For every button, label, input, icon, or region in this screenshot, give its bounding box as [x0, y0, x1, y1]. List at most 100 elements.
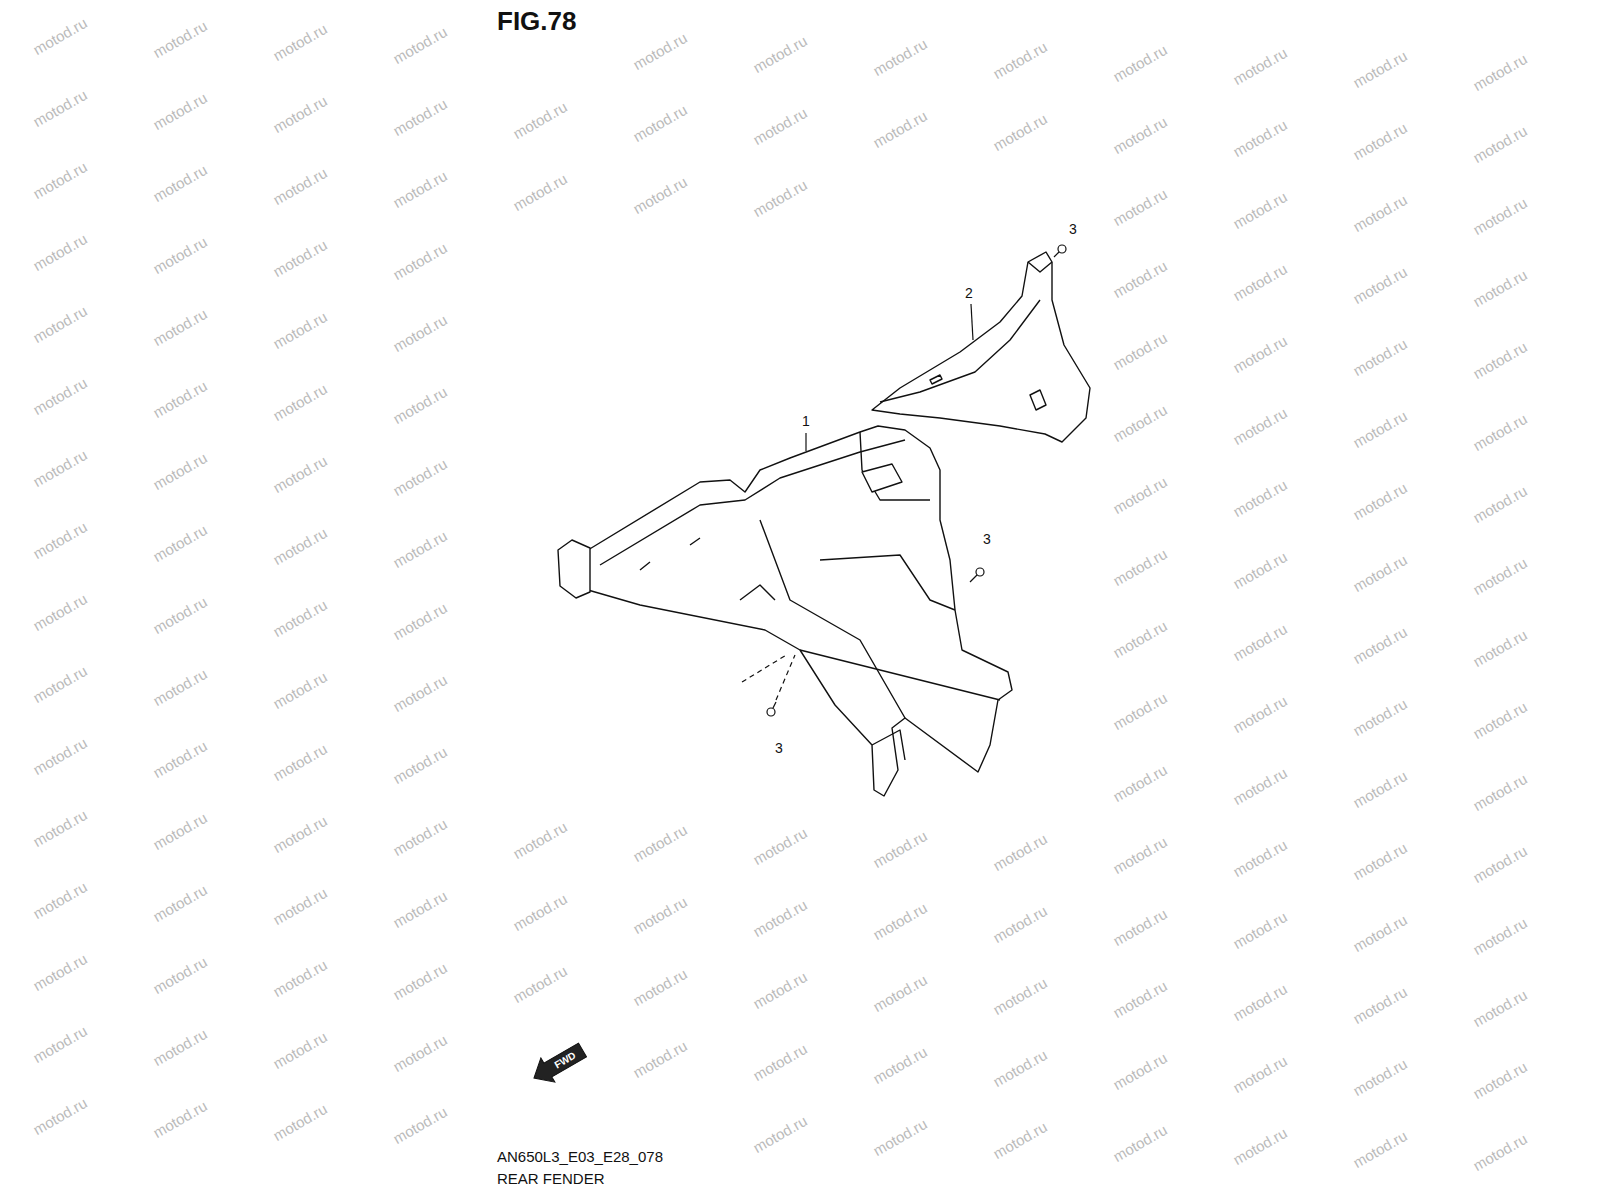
watermark: motod.ru — [1110, 401, 1170, 445]
watermark: motod.ru — [630, 893, 690, 937]
direction-label: FWD — [552, 1050, 577, 1071]
fender-flap — [800, 650, 1000, 700]
leader-line — [742, 654, 788, 682]
watermark: motod.ru — [1110, 41, 1170, 85]
watermark: motod.ru — [270, 236, 330, 280]
watermark: motod.ru — [750, 968, 810, 1012]
watermark: motod.ru — [390, 383, 450, 427]
watermark: motod.ru — [750, 824, 810, 868]
watermark: motod.ru — [1110, 977, 1170, 1021]
callout-number: 3 — [775, 740, 783, 756]
watermark: motod.ru — [990, 110, 1050, 154]
watermark: motod.ru — [1350, 335, 1410, 379]
forward-arrow-shape — [527, 1038, 589, 1090]
fender-detail — [760, 520, 905, 718]
watermark: motod.ru — [1350, 407, 1410, 451]
watermark: motod.ru — [30, 158, 90, 202]
watermark: motod.ru — [1470, 266, 1530, 310]
watermark: motod.ru — [150, 233, 210, 277]
watermark: motod.ru — [150, 1097, 210, 1141]
watermark: motod.ru — [150, 593, 210, 637]
watermark: motod.ru — [990, 1118, 1050, 1162]
watermark: motod.ru — [1110, 1049, 1170, 1093]
watermark: motod.ru — [1470, 482, 1530, 526]
screw — [1054, 245, 1066, 257]
fender-body — [588, 426, 1012, 796]
watermark: motod.ru — [150, 881, 210, 925]
watermark: motod.ru — [1110, 113, 1170, 157]
watermark: motod.ru — [1230, 836, 1290, 880]
watermark: motod.ru — [1350, 263, 1410, 307]
watermark: motod.ru — [1110, 329, 1170, 373]
watermark: motod.ru — [390, 239, 450, 283]
watermark: motod.ru — [630, 965, 690, 1009]
watermark: motod.ru — [630, 101, 690, 145]
watermark: motod.ru — [150, 953, 210, 997]
watermark: motod.ru — [990, 830, 1050, 874]
watermark: motod.ru — [1230, 764, 1290, 808]
callout-number: 1 — [802, 413, 810, 429]
watermark: motod.ru — [1230, 908, 1290, 952]
watermark: motod.ru — [1110, 257, 1170, 301]
cover-slot — [1030, 390, 1046, 410]
watermark: motod.ru — [390, 743, 450, 787]
watermark: motod.ru — [150, 377, 210, 421]
watermark: motod.ru — [390, 1103, 450, 1147]
cover-detail — [880, 300, 1040, 402]
watermark: motod.ru — [1350, 983, 1410, 1027]
watermark: motod.ru — [390, 23, 450, 67]
watermark: motod.ru — [1470, 194, 1530, 238]
watermark: motod.ru — [30, 14, 90, 58]
watermark: motod.ru — [1350, 1127, 1410, 1171]
watermark: motod.ru — [270, 20, 330, 64]
watermark: motod.ru — [30, 518, 90, 562]
leader-line — [971, 304, 973, 340]
watermark: motod.ru — [1110, 689, 1170, 733]
cover-detail — [1028, 262, 1052, 272]
fender-detail — [820, 555, 955, 610]
watermark: motod.ru — [30, 374, 90, 418]
watermark: motod.ru — [510, 818, 570, 862]
callout-number: 2 — [965, 285, 973, 301]
watermark: motod.ru — [270, 164, 330, 208]
watermark: motod.ru — [270, 956, 330, 1000]
fender-bracket — [558, 540, 590, 598]
watermark: motod.ru — [1470, 770, 1530, 814]
watermark: motod.ru — [1230, 188, 1290, 232]
watermark: motod.ru — [1350, 695, 1410, 739]
cover-slot — [930, 375, 942, 384]
watermark: motod.ru — [30, 86, 90, 130]
fender-opening — [862, 464, 902, 492]
watermark: motod.ru — [270, 452, 330, 496]
watermark: motod.ru — [1230, 692, 1290, 736]
watermark: motod.ru — [30, 950, 90, 994]
watermark: motod.ru — [390, 815, 450, 859]
watermark: motod.ru — [390, 671, 450, 715]
watermark: motod.ru — [1350, 479, 1410, 523]
watermark: motod.ru — [1110, 473, 1170, 517]
watermark: motod.ru — [1110, 905, 1170, 949]
figure-title: FIG.78 — [497, 6, 576, 37]
forward-arrow — [527, 1038, 589, 1090]
watermark: motod.ru — [1470, 1058, 1530, 1102]
watermark: motod.ru — [1230, 332, 1290, 376]
watermark: motod.ru — [270, 884, 330, 928]
watermark: motod.ru — [1470, 698, 1530, 742]
watermark: motod.ru — [1230, 404, 1290, 448]
watermark: motod.ru — [1230, 476, 1290, 520]
watermark: motod.ru — [870, 35, 930, 79]
watermark: motod.ru — [630, 1037, 690, 1081]
watermark: motod.ru — [1110, 617, 1170, 661]
watermark: motod.ru — [1470, 50, 1530, 94]
callout-number: 3 — [983, 531, 991, 547]
watermark: motod.ru — [150, 521, 210, 565]
screw — [767, 702, 776, 716]
watermark: motod.ru — [390, 167, 450, 211]
watermark: motod.ru — [1230, 44, 1290, 88]
watermark: motod.ru — [390, 959, 450, 1003]
watermark: motod.ru — [150, 1025, 210, 1069]
watermark: motod.ru — [390, 527, 450, 571]
watermark: motod.ru — [390, 95, 450, 139]
watermark: motod.ru — [1230, 1052, 1290, 1096]
